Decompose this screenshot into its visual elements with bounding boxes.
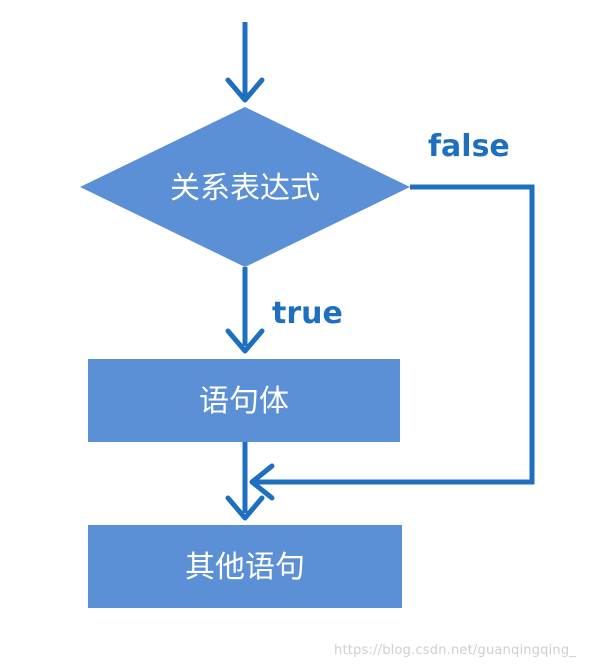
- statement-body-label: 语句体: [199, 384, 289, 419]
- condition-diamond: [80, 107, 410, 267]
- other-statements-label: 其他语句: [185, 550, 305, 585]
- true-arrow: [225, 267, 265, 354]
- false-label: false: [428, 129, 510, 164]
- body-to-next-arrow: [225, 442, 265, 521]
- other-statements-box: [88, 525, 402, 608]
- true-label: true: [272, 296, 343, 331]
- false-path: [249, 184, 535, 501]
- statement-body-box: [88, 359, 400, 442]
- entry-arrow: [225, 22, 265, 103]
- condition-label: 关系表达式: [170, 171, 320, 206]
- watermark-text: https://blog.csdn.net/guanqingqing_: [334, 643, 576, 658]
